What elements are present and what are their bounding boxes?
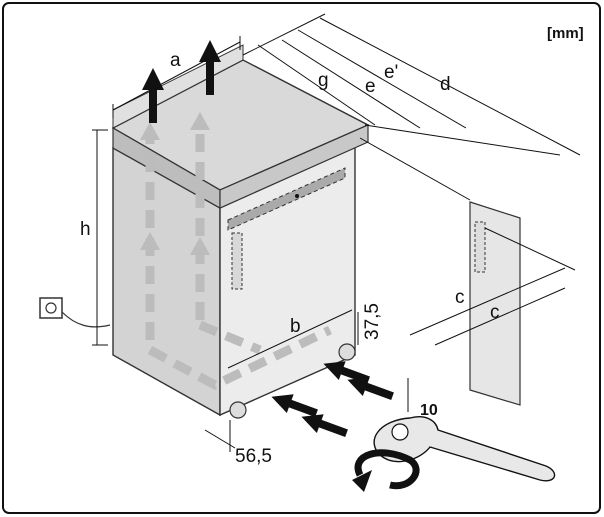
- dim-label-e-prime: e': [384, 62, 398, 83]
- open-door-panel: [469, 201, 521, 406]
- hinge-icon: [231, 232, 243, 290]
- dim-label-b: b: [290, 316, 301, 337]
- wrench-size-label: 10: [420, 402, 438, 419]
- dimension-lines: [92, 13, 581, 452]
- dim-label-c-upper: c: [455, 287, 465, 308]
- right-foot: [338, 343, 356, 361]
- dim-label-clearance-side: 56,5: [235, 446, 272, 467]
- rotate-arrow-icon: [352, 449, 420, 492]
- dim-label-d: d: [440, 74, 451, 95]
- unit-label: [mm]: [547, 25, 584, 42]
- airflow-path: [145, 130, 332, 391]
- exhaust-arrows: [142, 40, 221, 123]
- dim-label-clearance-top: 37,5: [362, 303, 383, 340]
- dim-label-c-lower: c: [490, 302, 500, 323]
- dim-label-e: e: [365, 76, 376, 97]
- dim-label-a: a: [170, 50, 181, 71]
- intake-arrows: [271, 361, 394, 437]
- dim-label-h: h: [80, 219, 91, 240]
- wall-socket-icon: [39, 297, 111, 328]
- dim-label-g: g: [318, 70, 329, 91]
- wrench-icon: [373, 378, 556, 482]
- airflow-arrowheads: [140, 112, 210, 255]
- front-foot: [229, 401, 247, 419]
